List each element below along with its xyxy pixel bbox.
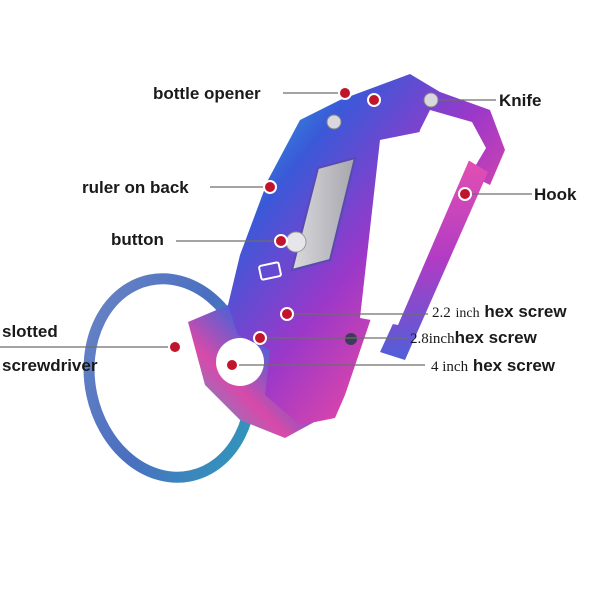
hook-arm bbox=[380, 160, 488, 360]
label-knife: Knife bbox=[499, 91, 542, 110]
marker-knife bbox=[367, 93, 381, 107]
label-hex-28: 2.8inchhex screw bbox=[410, 329, 537, 347]
top-screw bbox=[326, 114, 342, 130]
multitool-body bbox=[228, 74, 505, 425]
hex-28-name: hex screw bbox=[454, 328, 537, 347]
label-hex-4: 4 inch hex screw bbox=[431, 357, 555, 375]
hinge-pin bbox=[345, 333, 357, 345]
marker-ruler bbox=[263, 180, 277, 194]
marker-hex-28 bbox=[253, 331, 267, 345]
label-ruler-on-back: ruler on back bbox=[82, 178, 189, 197]
label-screwdriver: screwdriver bbox=[2, 356, 98, 375]
hex-22-size: 2.2 bbox=[432, 305, 451, 321]
hex-28-size: 2.8inch bbox=[410, 331, 455, 347]
label-button: button bbox=[111, 230, 164, 249]
label-hook: Hook bbox=[534, 185, 577, 204]
head-hole bbox=[216, 338, 264, 386]
body-cutout bbox=[360, 125, 470, 325]
brand-logo bbox=[258, 261, 282, 281]
marker-bottle-opener bbox=[338, 86, 352, 100]
label-slotted: slotted bbox=[2, 322, 58, 341]
label-hex-22: 2.2 inch hex screw bbox=[432, 303, 567, 321]
marker-hex-22 bbox=[280, 307, 294, 321]
hex-4-size: 4 inch bbox=[431, 359, 469, 375]
marker-hex-4 bbox=[225, 358, 239, 372]
label-bottle-opener: bottle opener bbox=[153, 84, 261, 103]
hex-22-unit: inch bbox=[455, 306, 480, 321]
hex-22-name: hex screw bbox=[484, 302, 567, 321]
marker-button bbox=[274, 234, 288, 248]
marker-hook bbox=[458, 187, 472, 201]
marker-screwdriver bbox=[168, 340, 182, 354]
hex-4-name: hex screw bbox=[472, 356, 556, 375]
